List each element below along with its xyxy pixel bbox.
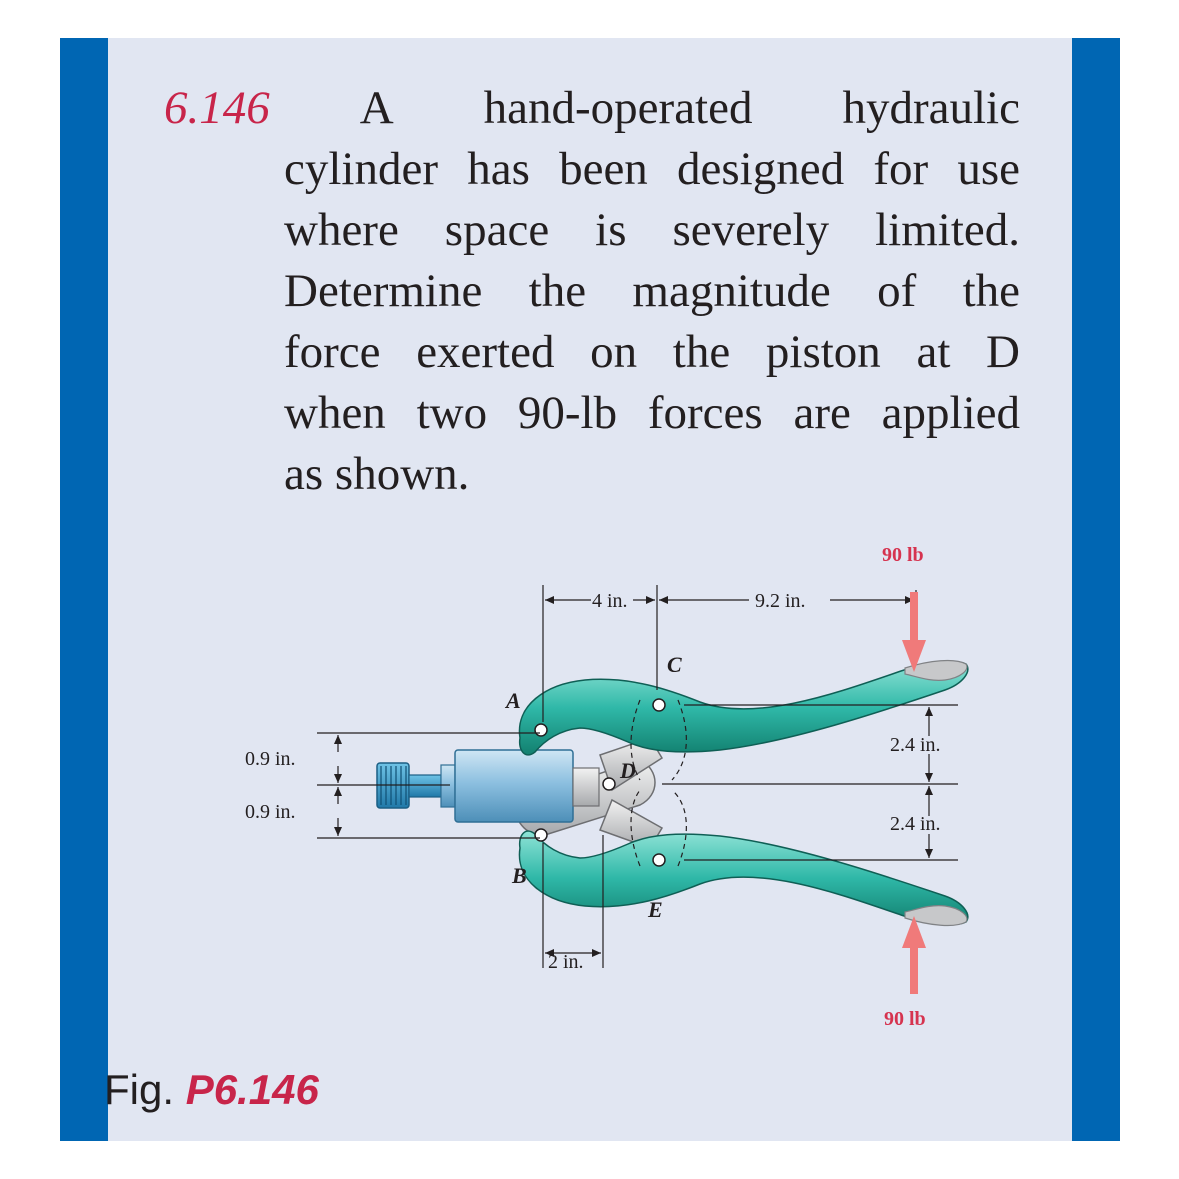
- force-top-label: 90 lb: [882, 544, 924, 566]
- dim-2in-label: 2 in.: [548, 951, 584, 973]
- force-arrow-top: [902, 592, 926, 672]
- figure-caption: Fig. P6.146: [104, 1066, 319, 1114]
- point-E-label: E: [647, 897, 663, 922]
- dim-2-4in-upper-label: 2.4 in.: [890, 734, 941, 756]
- cylinder-body: [454, 749, 574, 823]
- piston-rod: [572, 767, 600, 807]
- figure-caption-word: Fig.: [104, 1066, 175, 1113]
- right-frame-bar: [1072, 38, 1120, 1141]
- point-A-label: A: [504, 688, 521, 713]
- problem-panel: [60, 38, 1118, 1141]
- dimension-arrows: [334, 596, 933, 957]
- point-C-label: C: [667, 652, 682, 677]
- pin-D: [602, 777, 616, 791]
- pin-E: [652, 853, 666, 867]
- upper-handle: [518, 660, 969, 756]
- point-B-label: B: [511, 863, 527, 888]
- problem-word: hydraulic: [842, 82, 1020, 134]
- pin-C: [652, 698, 666, 712]
- problem-line-4: Determine the magnitude of the: [284, 265, 1020, 317]
- dim-2-4in-lower-label: 2.4 in.: [890, 813, 941, 835]
- problem-word: hand-operated: [483, 82, 753, 134]
- problem-line-7: as shown.: [284, 448, 470, 500]
- cylinder-neck: [440, 764, 456, 808]
- problem-line-5: force exerted on the piston at D: [284, 326, 1020, 378]
- figure-caption-number: P6.146: [185, 1066, 319, 1113]
- pin-B: [534, 828, 548, 842]
- knob-stem: [408, 774, 442, 798]
- force-arrow-bottom: [902, 916, 926, 994]
- dim-4in-label: 4 in.: [592, 590, 628, 612]
- problem-line-2: cylinder has been designed for use: [284, 143, 1020, 195]
- problem-line-3: where space is severely limited.: [284, 204, 1020, 256]
- pin-A: [534, 723, 548, 737]
- problem-statement: 6.146 A hand-operated hydraulic cylinder…: [164, 78, 1020, 505]
- force-bottom-label: 90 lb: [884, 1008, 926, 1030]
- left-frame-bar: [60, 38, 108, 1141]
- problem-number: 6.146: [164, 82, 270, 134]
- problem-line-1: 6.146 A hand-operated hydraulic: [164, 78, 1020, 139]
- lower-handle: [518, 830, 969, 926]
- lower-grip: [904, 905, 968, 927]
- dim-0-9in-lower-label: 0.9 in.: [245, 801, 296, 823]
- dim-9-2in-label: 9.2 in.: [755, 590, 806, 612]
- dim-0-9in-upper-label: 0.9 in.: [245, 748, 296, 770]
- problem-line-6: when two 90-lb forces are applied: [284, 387, 1020, 439]
- problem-word: A: [359, 82, 394, 134]
- extension-lines: [317, 585, 958, 968]
- point-D-label: D: [619, 758, 636, 783]
- upper-grip: [904, 659, 968, 681]
- hidden-links: [630, 699, 687, 867]
